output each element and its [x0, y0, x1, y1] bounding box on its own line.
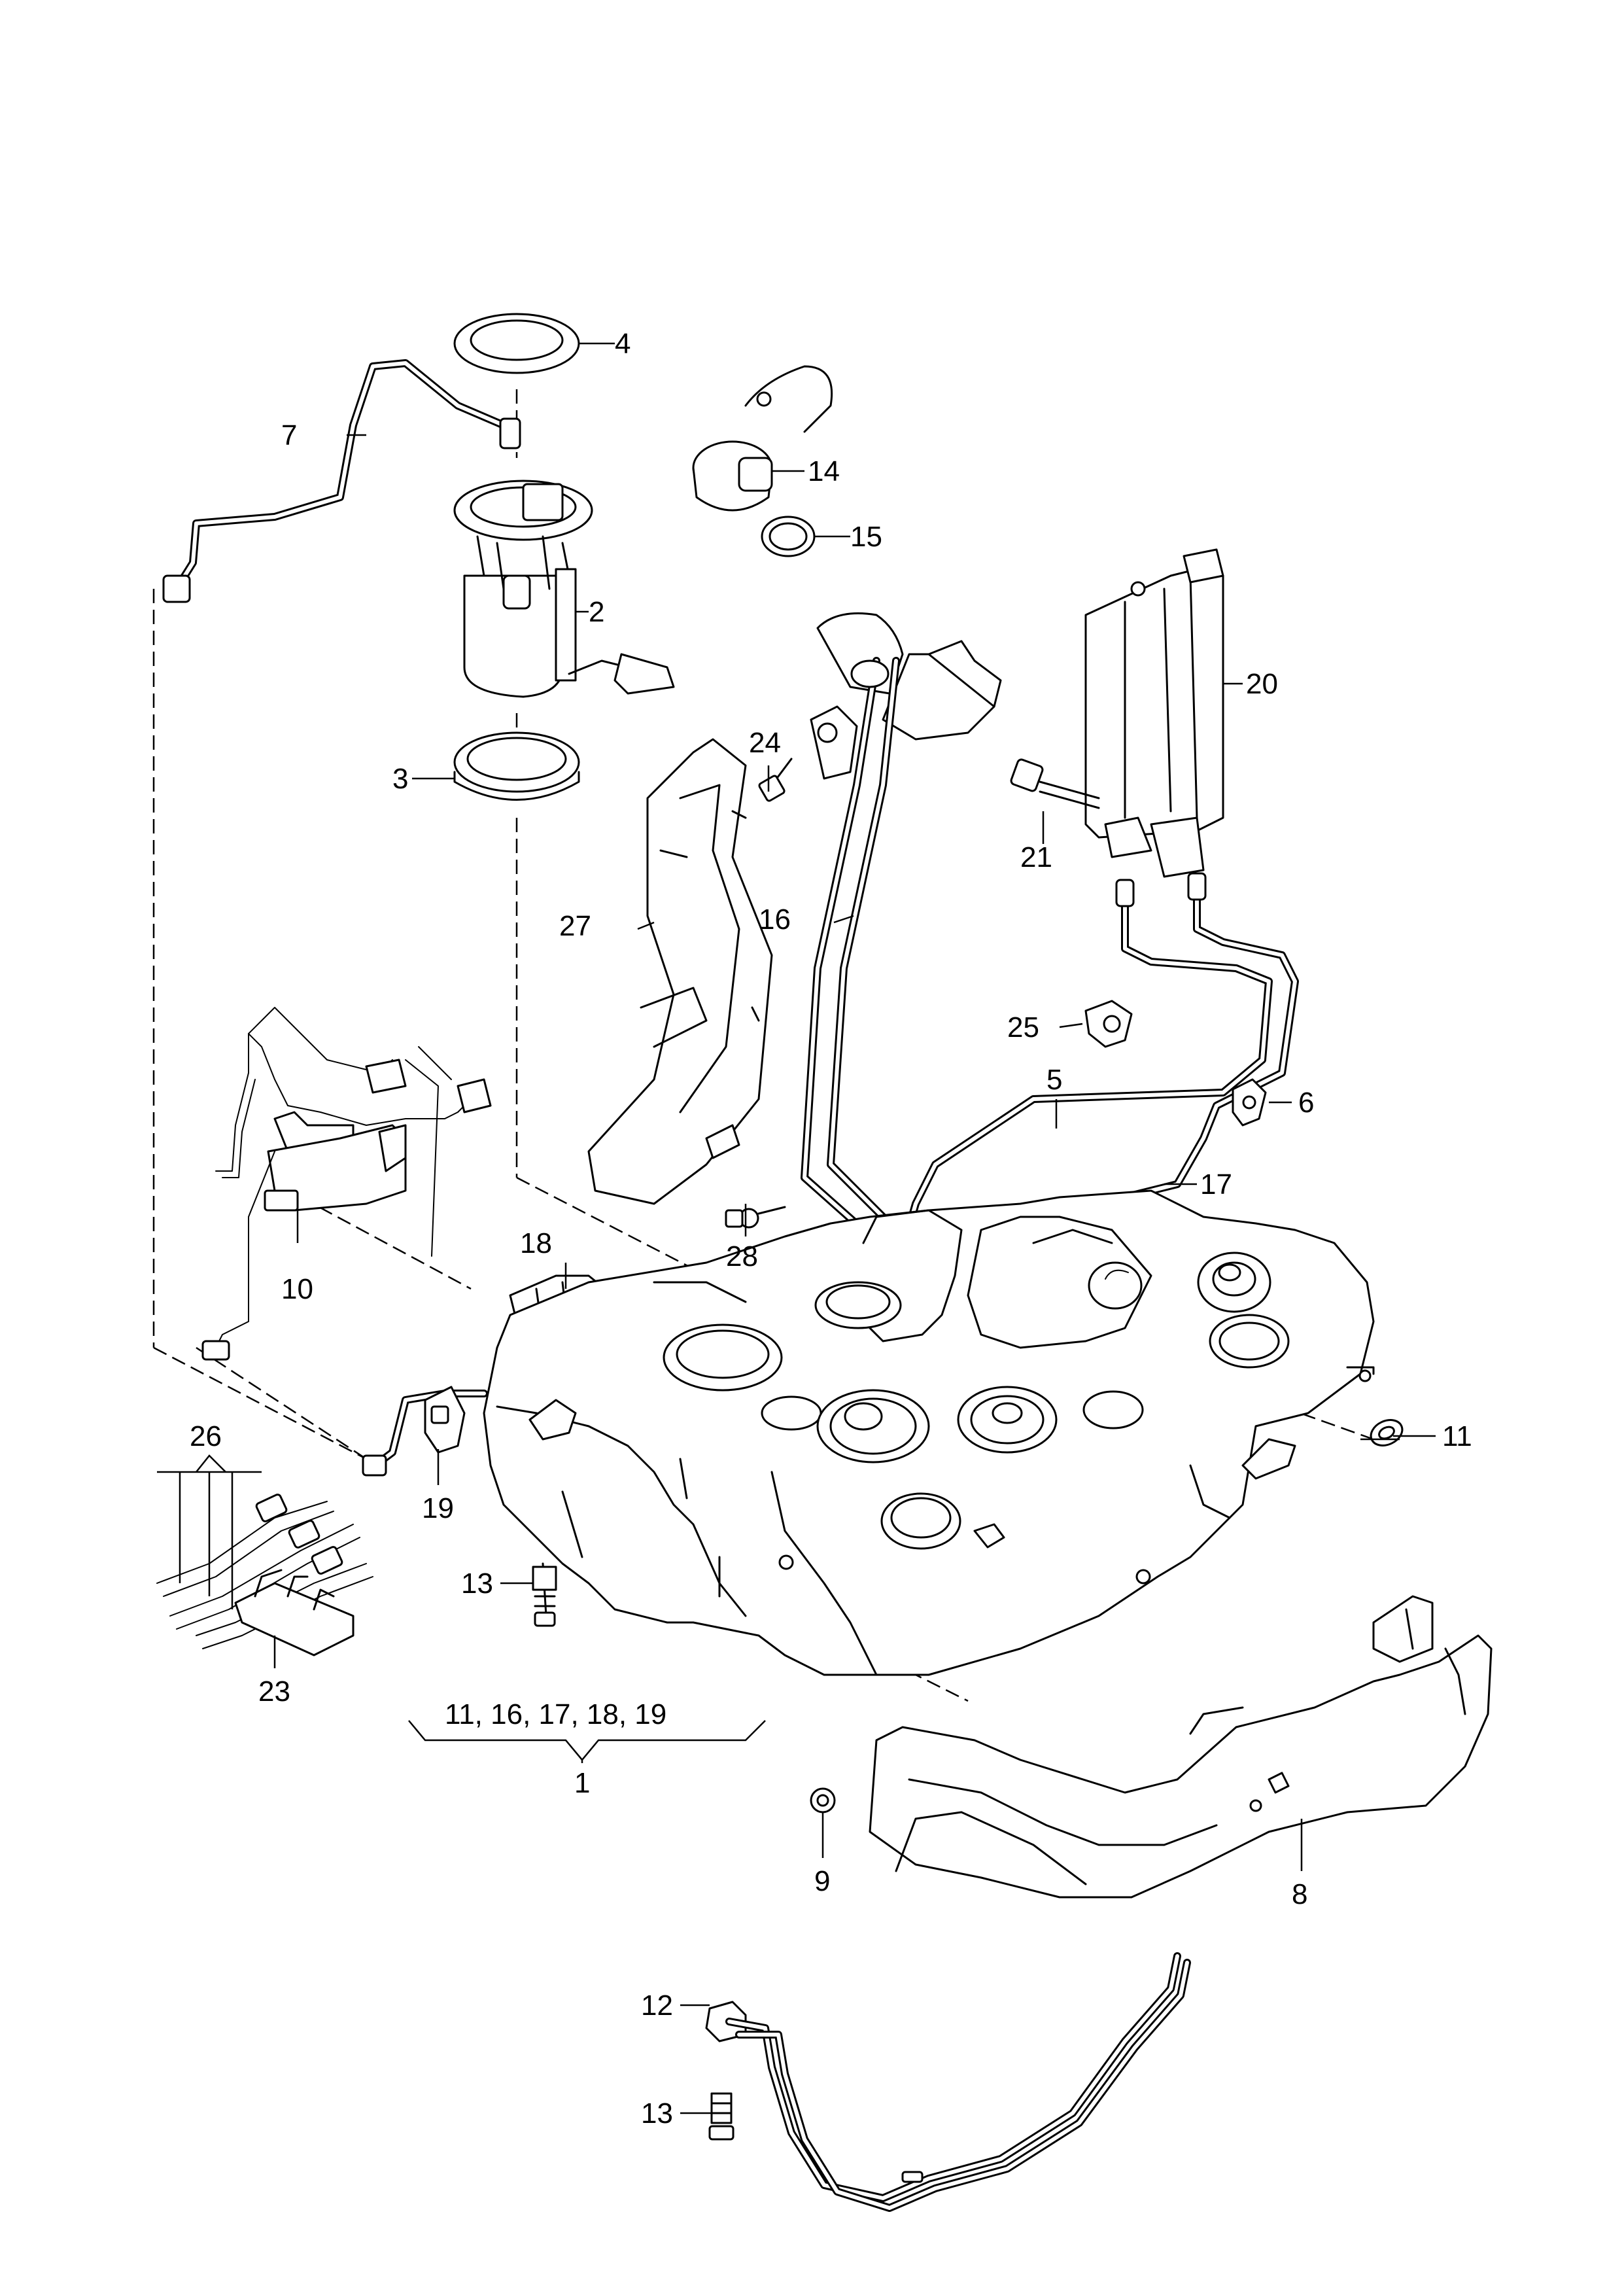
- callout-13-lower: 13: [641, 2097, 673, 2129]
- part-10-wiring-harness: [201, 1007, 492, 1361]
- part-4-seal-ring: [453, 313, 580, 374]
- callout-7: 7: [281, 419, 297, 451]
- callout-16: 16: [759, 903, 791, 936]
- callout-1: 1: [574, 1767, 590, 1799]
- part-3-lock-ring: [453, 731, 580, 801]
- callout-12: 12: [641, 1989, 673, 2022]
- part-28-rivet: [725, 1206, 786, 1229]
- callout-labels: 4 7 14 15 2 20 24 3 21 27 16 25 5 6 17 2…: [190, 328, 1472, 2129]
- part-13-screw-lower: [708, 2092, 734, 2141]
- part-27-heat-shield: [587, 738, 773, 1205]
- callout-24: 24: [749, 727, 781, 759]
- callout-11: 11: [1442, 1420, 1472, 1452]
- leader-lines: [157, 342, 1436, 2114]
- callout-group-1-components: 11, 16, 17, 18, 19: [445, 1698, 666, 1730]
- fuel-tank: [483, 1189, 1375, 1676]
- callout-28: 28: [726, 1240, 758, 1272]
- part-16-filler-neck: [801, 612, 1002, 1234]
- part-12-strap: [705, 1952, 1191, 2212]
- callout-17: 17: [1200, 1168, 1232, 1200]
- part-23-clip-holder: [234, 1569, 354, 1656]
- part-7-fuel-line: [162, 359, 521, 603]
- callout-18: 18: [520, 1227, 552, 1259]
- part-15-o-ring: [761, 516, 816, 557]
- callout-23: 23: [258, 1675, 290, 1708]
- callout-15: 15: [850, 521, 882, 553]
- part-24-screw: [758, 705, 858, 802]
- part-6-clip: [1232, 1078, 1267, 1127]
- callout-26: 26: [190, 1420, 222, 1452]
- callout-25: 25: [1007, 1011, 1039, 1043]
- callout-21: 21: [1020, 841, 1052, 873]
- callout-14: 14: [808, 455, 840, 487]
- part-9-nut: [810, 1787, 836, 1813]
- part-19-clip: [424, 1386, 466, 1454]
- callout-6: 6: [1298, 1087, 1314, 1119]
- part-25-clip: [1084, 1000, 1133, 1048]
- callout-8: 8: [1292, 1878, 1307, 1910]
- part-26-cables: [156, 1390, 488, 1649]
- callout-27: 27: [559, 910, 591, 942]
- callout-4: 4: [615, 328, 631, 360]
- part-14-filler-cap: [692, 365, 833, 512]
- callout-20: 20: [1246, 668, 1278, 700]
- callout-19: 19: [422, 1492, 454, 1524]
- callout-13: 13: [461, 1568, 493, 1600]
- callout-5: 5: [1046, 1064, 1062, 1096]
- part-8-heat-shield: [869, 1595, 1493, 1899]
- part-11-grommet: [1370, 1419, 1404, 1446]
- callout-10: 10: [281, 1273, 313, 1305]
- callout-3: 3: [392, 763, 408, 795]
- part-20-charcoal-canister: [1084, 548, 1224, 878]
- part-21-bolt: [1010, 758, 1100, 809]
- part-2-fuel-pump-module: [453, 480, 675, 698]
- part-13-screw-upper: [532, 1562, 557, 1627]
- callout-9: 9: [814, 1865, 830, 1897]
- callout-2: 2: [589, 596, 604, 628]
